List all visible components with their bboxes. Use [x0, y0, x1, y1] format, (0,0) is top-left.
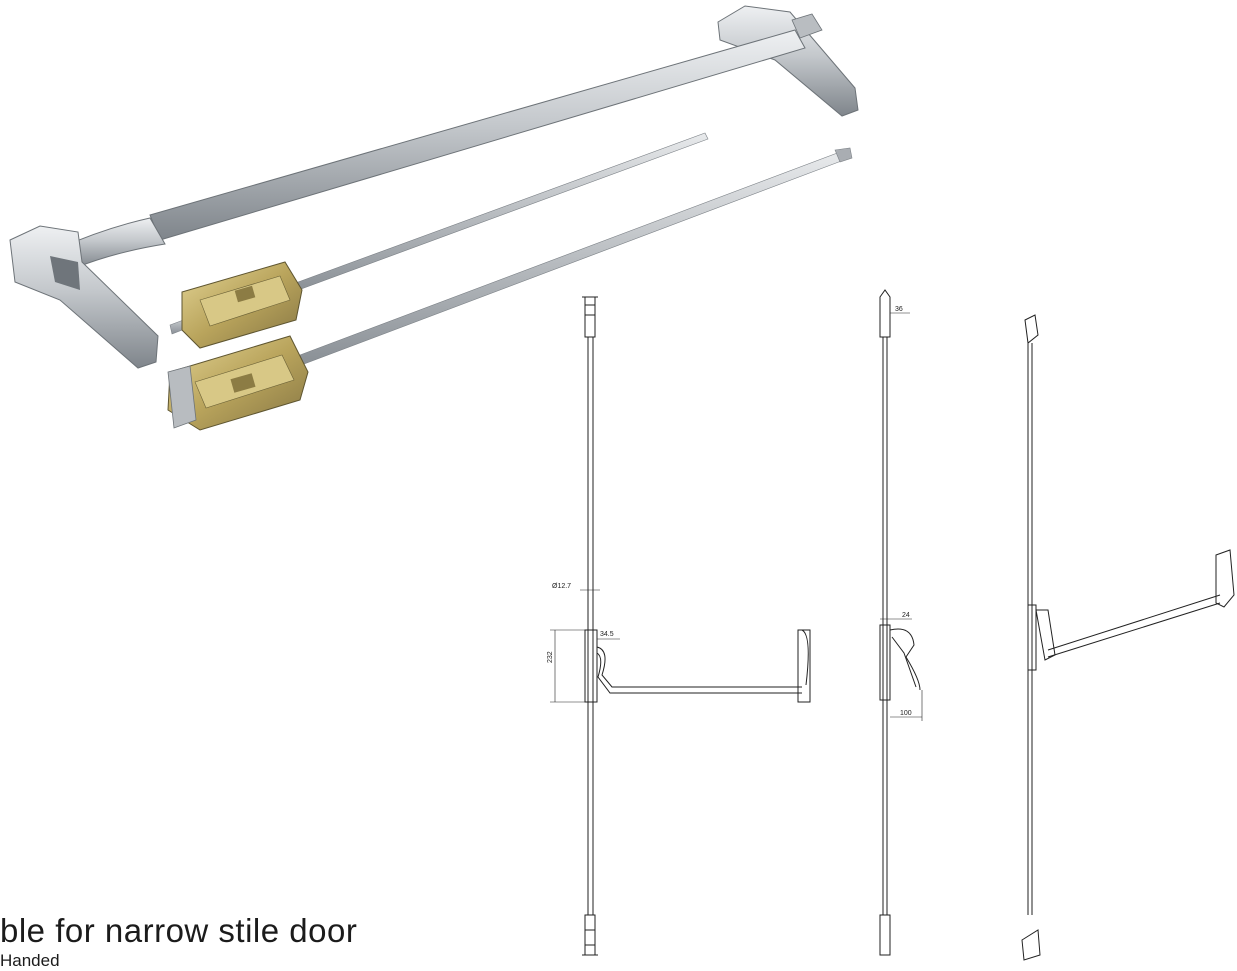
technical-drawings: Ø12.7 232 34.5 36 24 100 [547, 289, 1235, 961]
product-subcaption: Handed [0, 951, 60, 970]
projection-label: 100 [900, 710, 912, 717]
push-bar [59, 29, 806, 269]
latch-gap-label: 24 [902, 612, 910, 619]
front-elevation-drawing: Ø12.7 232 34.5 [547, 296, 811, 956]
top-offset-label: 36 [895, 306, 903, 313]
perspective-drawing [1021, 314, 1235, 961]
product-caption: ble for narrow stile door [0, 912, 358, 949]
height-label: 232 [547, 651, 554, 663]
width-label: 34.5 [600, 631, 614, 638]
product-photo [9, 5, 859, 431]
left-end-bracket [9, 225, 159, 369]
lower-latch-mechanism [167, 335, 309, 431]
rod-diameter-label: Ø12.7 [552, 583, 571, 590]
side-elevation-drawing: 36 24 100 [879, 289, 923, 956]
upper-latch-mechanism [181, 261, 303, 349]
